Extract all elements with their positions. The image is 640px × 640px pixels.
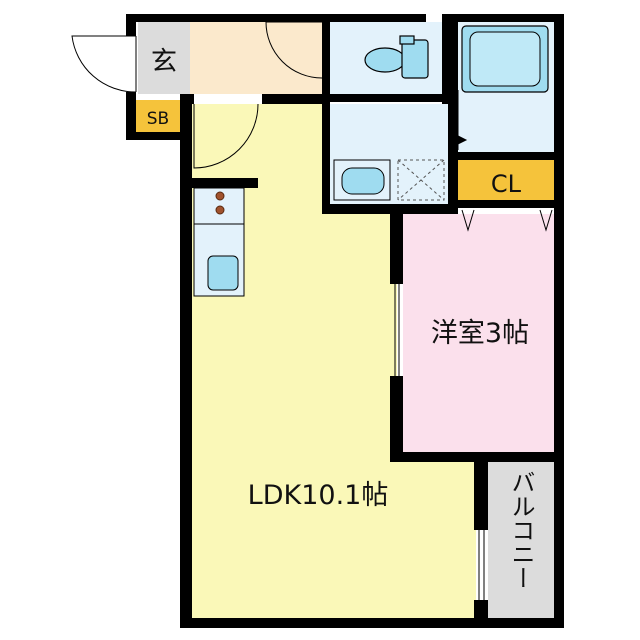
entrance-label: 玄 bbox=[151, 47, 177, 77]
washing-machine-space-icon bbox=[397, 159, 445, 201]
wash-basin-icon bbox=[333, 159, 391, 201]
balcony-label: バルコニー bbox=[507, 470, 535, 590]
closet-label: CL bbox=[491, 170, 522, 198]
stove-burners-icon bbox=[215, 191, 225, 215]
shoe-box-label: SB bbox=[147, 109, 169, 129]
ldk-floor bbox=[190, 104, 476, 620]
western-room-floor bbox=[403, 214, 554, 452]
shoe-box-tag bbox=[136, 100, 180, 132]
kitchen-counter bbox=[193, 187, 245, 297]
balcony-floor bbox=[488, 460, 554, 620]
ldk-label: LDK10.1帖 bbox=[248, 480, 389, 511]
entrance-hall bbox=[190, 22, 322, 94]
closet-floor bbox=[458, 160, 554, 200]
western-room-label: 洋室3帖 bbox=[431, 318, 529, 349]
entrance-floor bbox=[138, 22, 190, 94]
toilet-icon bbox=[364, 35, 429, 79]
bathtub-icon bbox=[461, 25, 549, 93]
doors bbox=[71, 21, 553, 600]
